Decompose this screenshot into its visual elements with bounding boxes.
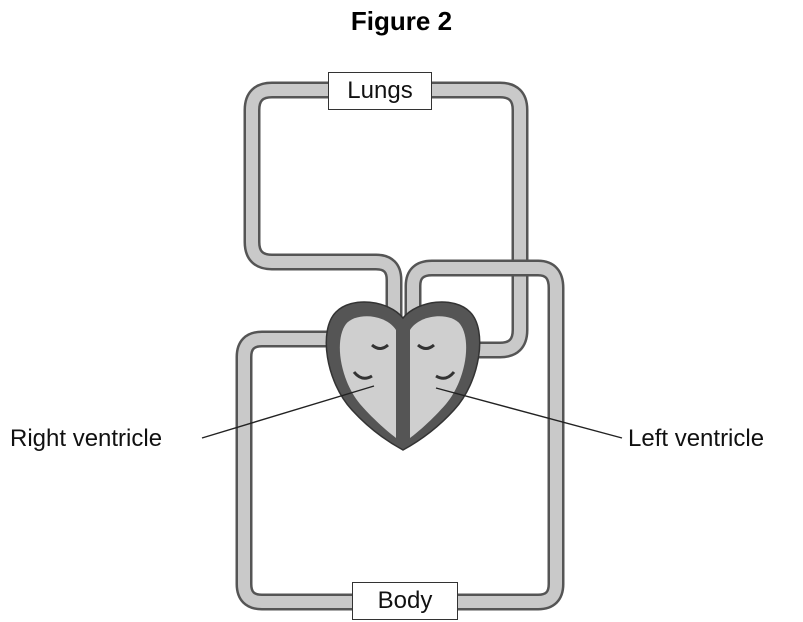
right-ventricle-leader xyxy=(202,386,374,438)
pulmonary-artery xyxy=(252,90,394,318)
right-ventricle-label: Right ventricle xyxy=(10,425,162,453)
left-ventricle-leader xyxy=(436,388,622,438)
left-ventricle-label: Left ventricle xyxy=(628,425,764,453)
body-box: Body xyxy=(352,582,458,620)
lungs-box: Lungs xyxy=(328,72,432,110)
heart xyxy=(326,302,479,450)
